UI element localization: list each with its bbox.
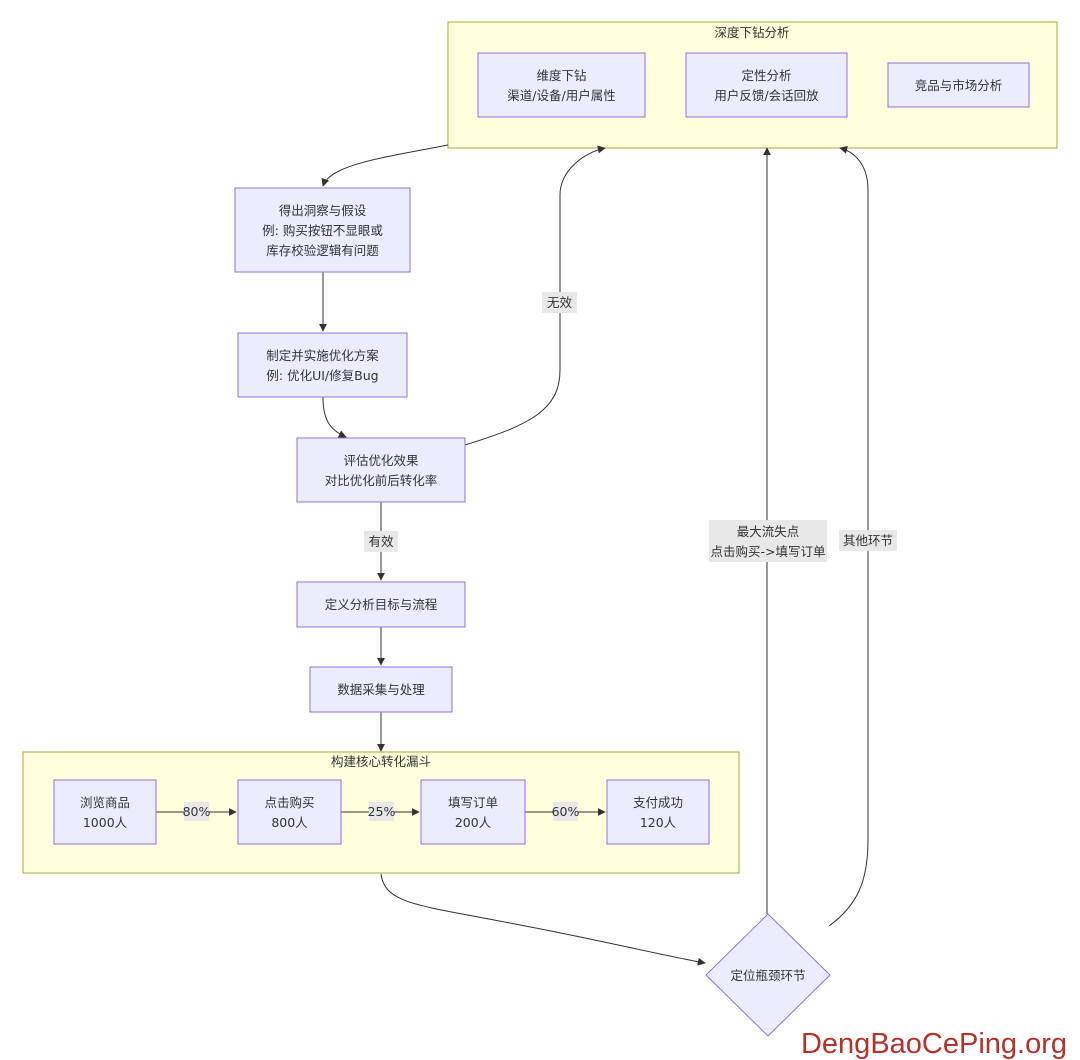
svg-text:数据采集与处理: 数据采集与处理 bbox=[337, 682, 425, 697]
node-fill-order: 填写订单 200人 bbox=[420, 779, 526, 845]
edge-label-other: 其他环节 bbox=[839, 530, 897, 551]
svg-text:无效: 无效 bbox=[547, 295, 573, 310]
node-browse-products: 浏览商品 1000人 bbox=[53, 779, 157, 845]
svg-text:1000人: 1000人 bbox=[83, 815, 128, 830]
edge-plan-to-evaluate bbox=[322, 396, 347, 438]
svg-text:定性分析: 定性分析 bbox=[741, 68, 791, 83]
svg-text:120人: 120人 bbox=[640, 815, 677, 830]
svg-text:评估优化效果: 评估优化效果 bbox=[343, 453, 419, 468]
svg-text:60%: 60% bbox=[552, 804, 580, 819]
edges bbox=[156, 144, 869, 966]
node-dimension-drilldown: 维度下钻 渠道/设备/用户属性 bbox=[477, 52, 646, 118]
svg-text:定义分析目标与流程: 定义分析目标与流程 bbox=[325, 597, 438, 612]
svg-text:库存校验逻辑有问题: 库存校验逻辑有问题 bbox=[266, 243, 379, 258]
edge-label-rate-25: 25% bbox=[368, 802, 396, 821]
svg-text:例: 购买按钮不显眼或: 例: 购买按钮不显眼或 bbox=[262, 223, 383, 238]
svg-text:支付成功: 支付成功 bbox=[633, 795, 683, 810]
node-locate-bottleneck-diamond: 定位瓶颈环节 bbox=[705, 913, 831, 1037]
svg-text:浏览商品: 浏览商品 bbox=[80, 795, 130, 810]
edge-label-valid: 有效 bbox=[364, 531, 398, 552]
svg-text:竞品与市场分析: 竞品与市场分析 bbox=[915, 78, 1003, 93]
node-data-collection: 数据采集与处理 bbox=[309, 666, 453, 713]
edge-label-invalid: 无效 bbox=[542, 292, 577, 313]
svg-text:最大流失点: 最大流失点 bbox=[737, 524, 800, 539]
svg-text:维度下钻: 维度下钻 bbox=[536, 68, 586, 83]
node-payment-success: 支付成功 120人 bbox=[606, 779, 710, 845]
node-define-goal: 定义分析目标与流程 bbox=[296, 581, 466, 628]
svg-text:点击购买: 点击购买 bbox=[264, 795, 314, 810]
node-competitor-market-analysis: 竞品与市场分析 bbox=[887, 62, 1030, 108]
svg-text:渠道/设备/用户属性: 渠道/设备/用户属性 bbox=[507, 88, 615, 103]
svg-text:点击购买->填写订单: 点击购买->填写订单 bbox=[711, 544, 826, 559]
edge-label-rate-80: 80% bbox=[183, 802, 211, 821]
svg-text:定位瓶颈环节: 定位瓶颈环节 bbox=[730, 968, 805, 983]
cluster-title-drill: 深度下钻分析 bbox=[714, 25, 789, 40]
node-click-purchase: 点击购买 800人 bbox=[237, 779, 342, 845]
svg-text:25%: 25% bbox=[368, 804, 396, 819]
edge-bottleneck-to-drill-other bbox=[828, 145, 869, 927]
node-evaluate-effect: 评估优化效果 对比优化前后转化率 bbox=[296, 437, 466, 503]
svg-text:得出洞察与假设: 得出洞察与假设 bbox=[279, 203, 367, 218]
svg-text:其他环节: 其他环节 bbox=[843, 533, 893, 548]
edge-evaluate-to-drill bbox=[464, 145, 606, 446]
svg-text:对比优化前后转化率: 对比优化前后转化率 bbox=[325, 473, 438, 488]
svg-text:80%: 80% bbox=[183, 804, 211, 819]
edge-label-max-loss: 最大流失点 点击购买->填写订单 bbox=[709, 520, 827, 562]
svg-text:200人: 200人 bbox=[455, 815, 492, 830]
node-qualitative-analysis: 定性分析 用户反馈/会话回放 bbox=[685, 52, 848, 118]
svg-text:例: 优化UI/修复Bug: 例: 优化UI/修复Bug bbox=[266, 368, 378, 383]
watermark-text: DengBaoCePing.org bbox=[801, 1028, 1067, 1060]
cluster-title-funnel: 构建核心转化漏斗 bbox=[331, 754, 431, 769]
node-optimization-plan: 制定并实施优化方案 例: 优化UI/修复Bug bbox=[237, 332, 408, 398]
edge-funnel-to-bottleneck bbox=[380, 873, 706, 966]
node-insight-hypothesis: 得出洞察与假设 例: 购买按钮不显眼或 库存校验逻辑有问题 bbox=[234, 187, 411, 273]
edge-drill-to-insight bbox=[321, 144, 449, 187]
svg-text:填写订单: 填写订单 bbox=[448, 795, 498, 810]
svg-text:800人: 800人 bbox=[271, 815, 308, 830]
svg-text:制定并实施优化方案: 制定并实施优化方案 bbox=[266, 348, 379, 363]
svg-text:有效: 有效 bbox=[368, 534, 394, 549]
edge-label-rate-60: 60% bbox=[552, 802, 580, 821]
svg-text:用户反馈/会话回放: 用户反馈/会话回放 bbox=[714, 88, 819, 103]
